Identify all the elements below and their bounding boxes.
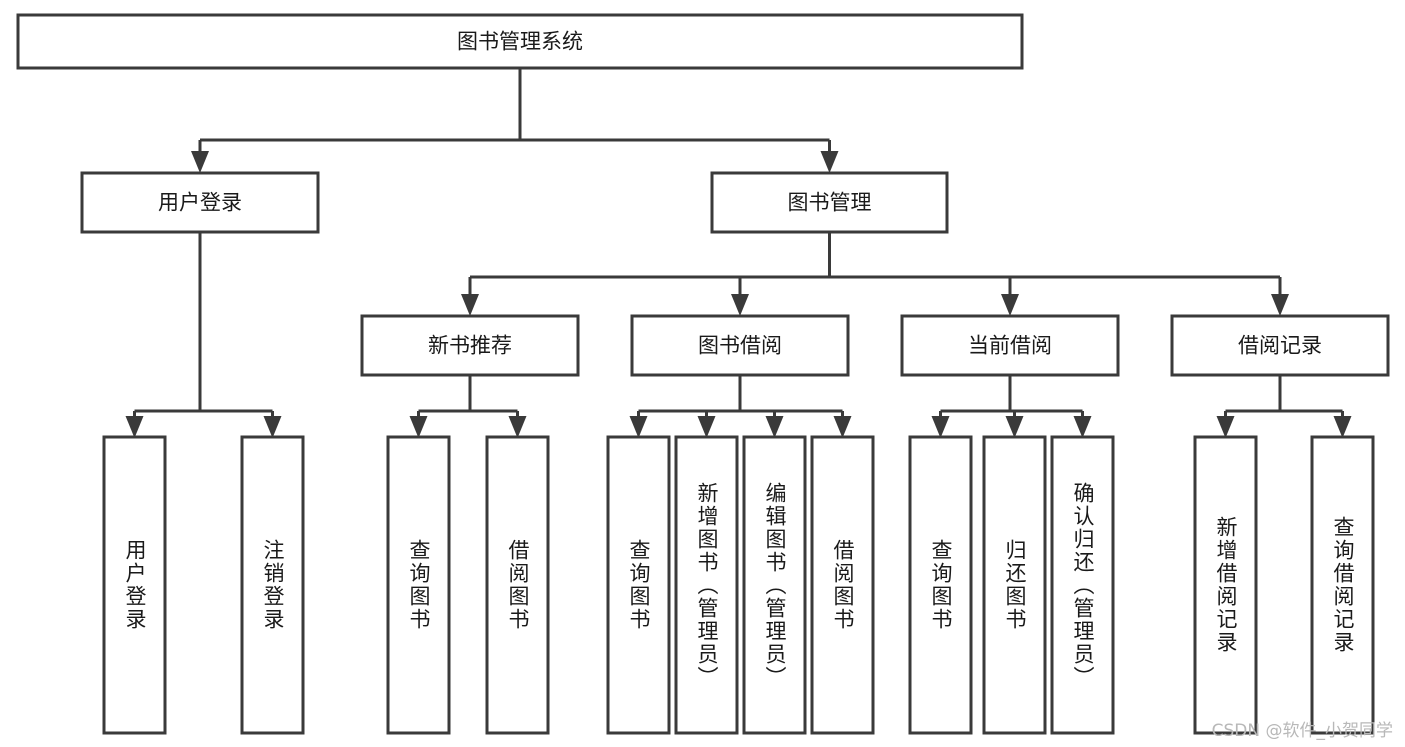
leaf-box-1[interactable] — [102, 435, 167, 735]
arrow-head-icon — [1333, 416, 1352, 438]
leaf-box-8[interactable] — [810, 435, 875, 735]
leaf-box-6[interactable] — [674, 435, 739, 735]
connector-layer — [125, 68, 1352, 438]
leaf-box-13[interactable] — [1310, 435, 1375, 735]
node-level3-box-4[interactable] — [1170, 314, 1390, 377]
arrow-head-icon — [263, 416, 282, 438]
arrow-head-icon — [731, 294, 749, 316]
arrow-head-icon — [697, 416, 716, 438]
node-root-label: 图书管理系统 — [457, 30, 583, 54]
node-box-layer — [16, 13, 1390, 735]
node-level3-label-2: 图书借阅 — [698, 334, 782, 358]
arrow-head-icon — [1216, 416, 1235, 438]
arrow-head-icon — [125, 416, 144, 438]
arrow-head-icon — [820, 151, 839, 173]
leaf-box-3[interactable] — [386, 435, 451, 735]
arrow-head-icon — [409, 416, 428, 438]
arrow-head-icon — [1001, 294, 1019, 316]
leaf-box-4[interactable] — [485, 435, 550, 735]
node-level2-label-1: 用户登录 — [158, 191, 242, 215]
leaf-box-10[interactable] — [982, 435, 1047, 735]
arrow-head-icon — [833, 416, 852, 438]
node-level3-label-1: 新书推荐 — [428, 334, 512, 358]
arrow-head-icon — [1073, 416, 1092, 438]
leaf-box-7[interactable] — [742, 435, 807, 735]
arrow-head-icon — [508, 416, 527, 438]
node-level3-label-4: 借阅记录 — [1238, 334, 1322, 358]
node-level2-box-1[interactable] — [80, 171, 320, 234]
node-level3-box-3[interactable] — [900, 314, 1120, 377]
node-level2-label-2: 图书管理 — [788, 191, 872, 215]
node-level3-label-3: 当前借阅 — [968, 334, 1052, 358]
arrow-head-icon — [1005, 416, 1024, 438]
node-level2-box-2[interactable] — [710, 171, 949, 234]
leaf-box-2[interactable] — [240, 435, 305, 735]
arrow-head-icon — [1271, 294, 1289, 316]
watermark-text: CSDN @软件_小贺同学 — [1211, 721, 1393, 741]
arrow-head-icon — [629, 416, 648, 438]
leaf-box-9[interactable] — [908, 435, 973, 735]
node-level3-box-1[interactable] — [360, 314, 580, 377]
leaf-box-12[interactable] — [1193, 435, 1258, 735]
leaf-box-11[interactable] — [1050, 435, 1115, 735]
arrow-head-icon — [461, 294, 479, 316]
node-root-box[interactable] — [16, 13, 1024, 70]
arrow-head-icon — [191, 151, 209, 173]
arrow-head-icon — [931, 416, 950, 438]
arrow-head-icon — [765, 416, 784, 438]
leaf-box-5[interactable] — [606, 435, 671, 735]
node-level3-box-2[interactable] — [630, 314, 850, 377]
